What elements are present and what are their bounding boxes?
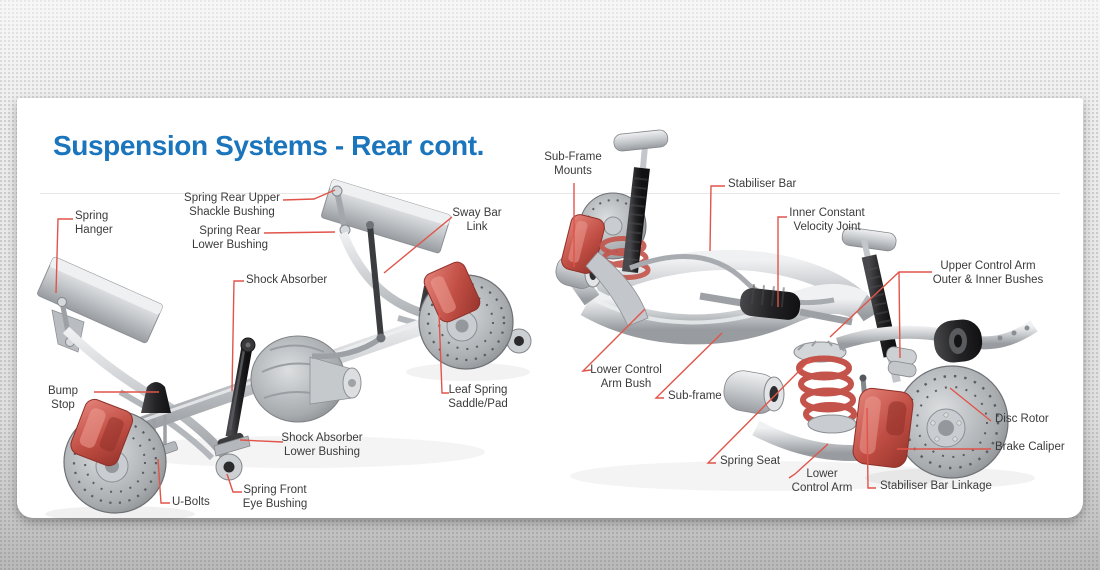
label-lower-control-arm-bush: Lower Control Arm Bush — [590, 364, 662, 390]
label-stabiliser-bar-linkage: Stabiliser Bar Linkage — [880, 480, 992, 492]
label-shock-absorber: Shock Absorber — [246, 274, 328, 286]
label-spring-rear-upper-shackle-bushing: Spring Rear Upper Shackle Bushing — [184, 192, 280, 218]
page-title: Suspension Systems - Rear cont. — [53, 130, 485, 161]
label-brake-caliper: Brake Caliper — [995, 441, 1065, 453]
label-spring-rear-lower-bushing: Spring Rear Lower Bushing — [191, 225, 269, 251]
label-upper-control-arm-bushes: Upper Control Arm Outer & Inner Bushes — [932, 260, 1044, 286]
label-spring-hanger: Spring Hanger — [75, 210, 113, 236]
label-leaf-spring-saddle-pad: Leaf Spring Saddle/Pad — [448, 384, 508, 410]
label-sway-bar-link: Sway Bar Link — [452, 207, 502, 233]
label-sub-frame: Sub-frame — [668, 390, 722, 402]
label-spring-front-eye-bushing: Spring Front Eye Bushing — [242, 484, 308, 510]
label-inner-constant-velocity-joint: Inner Constant Velocity Joint — [789, 207, 865, 233]
label-stabiliser-bar: Stabiliser Bar — [728, 178, 797, 190]
label-shock-absorber-lower-bushing: Shock Absorber Lower Bushing — [281, 432, 363, 458]
label-lower-control-arm: Lower Control Arm — [791, 468, 853, 494]
label-sub-frame-mounts: Sub-Frame Mounts — [544, 151, 602, 177]
label-u-bolts: U-Bolts — [172, 496, 210, 508]
label-bump-stop: Bump Stop — [47, 385, 79, 411]
label-disc-rotor: Disc Rotor — [995, 413, 1049, 425]
label-spring-seat: Spring Seat — [720, 455, 781, 467]
